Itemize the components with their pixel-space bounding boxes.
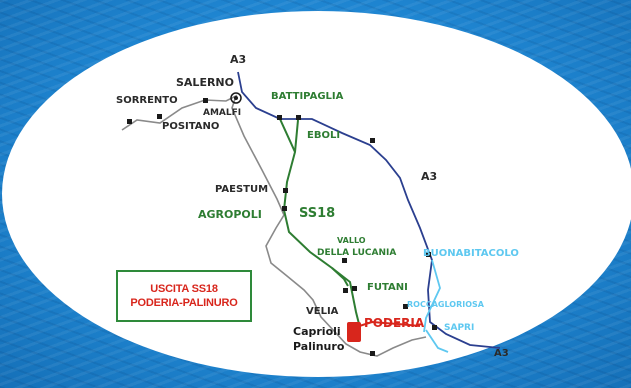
marker-palinuro xyxy=(370,351,375,356)
label-salerno: SALERNO xyxy=(176,76,234,89)
ss18-road xyxy=(279,118,361,329)
label-amalfi: AMALFI xyxy=(203,108,241,118)
label-positano: POSITANO xyxy=(162,121,219,132)
marker-salerno-inner xyxy=(234,96,238,100)
map-labels: A3 SALERNO SORRENTO AMALFI POSITANO BATT… xyxy=(116,53,519,359)
sapri-coast-road xyxy=(425,329,449,353)
ss18-branch-vallo xyxy=(331,267,349,287)
marker-sorrento xyxy=(127,119,132,124)
marker-paestum xyxy=(283,188,288,193)
marker-eboli xyxy=(296,115,301,120)
label-ss18: SS18 xyxy=(299,206,335,221)
marker-a3-junction xyxy=(370,138,375,143)
marker-positano xyxy=(157,114,162,119)
exit-info-box: USCITA SS18 PODERIA-PALINURO xyxy=(116,270,252,322)
poderia-road xyxy=(352,320,421,329)
label-vallo-1: VALLO xyxy=(337,236,366,245)
label-futani: FUTANI xyxy=(367,282,408,293)
marker-roccagloriosa xyxy=(403,304,408,309)
town-markers xyxy=(127,98,437,356)
label-palinuro: Palinuro xyxy=(293,340,345,353)
exit-box-line2: PODERIA-PALINURO xyxy=(130,297,238,309)
label-buonabitacolo: BUONABITACOLO xyxy=(423,248,519,259)
label-a3-top: A3 xyxy=(230,53,246,66)
label-sapri: SAPRI xyxy=(444,323,474,333)
ss18-branch-eboli xyxy=(294,119,299,153)
label-sorrento: SORRENTO xyxy=(116,95,178,106)
label-a3-bottom: A3 xyxy=(494,348,509,359)
marker-amalfi xyxy=(203,98,208,103)
marker-futani xyxy=(352,286,357,291)
sapri-road xyxy=(423,259,441,333)
marker-battipaglia xyxy=(277,115,282,120)
exit-box-line1: USCITA SS18 xyxy=(150,283,218,295)
marker-salerno xyxy=(230,92,242,104)
label-velia: VELIA xyxy=(306,306,339,317)
label-a3-mid: A3 xyxy=(421,170,437,183)
label-agropoli: AGROPOLI xyxy=(198,208,262,221)
map-oval xyxy=(2,11,631,377)
marker-agropoli xyxy=(282,206,287,211)
marker-buonabitacolo xyxy=(426,252,431,257)
label-caprioli: Caprioli xyxy=(293,325,341,338)
marker-vallo xyxy=(342,258,347,263)
label-roccagloriosa: ROCCAGLORIOSA xyxy=(407,300,485,309)
marker-velia xyxy=(343,288,348,293)
label-battipaglia: BATTIPAGLIA xyxy=(271,91,344,102)
marker-sapri xyxy=(432,325,437,330)
label-paestum: PAESTUM xyxy=(215,184,268,195)
coastline xyxy=(121,94,427,357)
label-vallo-2: DELLA LUCANIA xyxy=(317,248,396,258)
marker-poderia xyxy=(347,322,361,342)
label-eboli: EBOLI xyxy=(307,130,340,141)
label-poderia: PODERIA xyxy=(364,316,425,330)
